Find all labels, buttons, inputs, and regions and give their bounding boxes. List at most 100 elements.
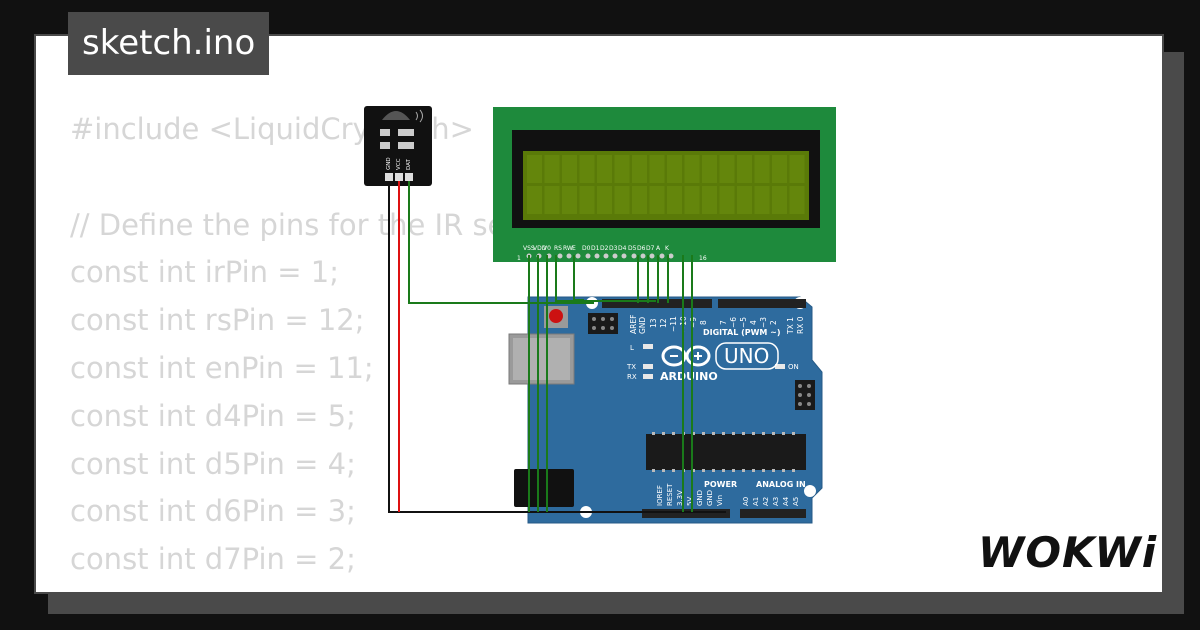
led-label-on: ON	[788, 363, 799, 371]
ir-component	[380, 129, 390, 136]
chip-pins	[652, 432, 795, 472]
lcd-char-cell	[649, 155, 665, 183]
reset-button-cap[interactable]	[549, 309, 563, 323]
led-tx	[643, 364, 653, 369]
lcd-pin-label-e: E	[572, 245, 576, 252]
ir-component	[398, 142, 414, 149]
lcd-pin-label-d6: D6	[637, 245, 646, 252]
wokwi-logo[interactable]: WOKWi	[978, 528, 1158, 577]
code-line: const int d4Pin = 5;	[70, 398, 356, 433]
ir-component	[380, 142, 390, 149]
lcd-pin-rw	[566, 253, 572, 259]
ir-receiver-dome	[382, 111, 410, 120]
lcd-pin-label-rw: RW	[563, 245, 573, 252]
pin-label-11: ~11	[669, 316, 678, 332]
analog-section-label: ANALOG IN	[756, 480, 806, 489]
ir-component	[398, 129, 414, 136]
power-header	[642, 509, 730, 518]
lcd-pin-label-rs: RS	[554, 245, 562, 252]
wire-lcd-rs	[555, 255, 656, 302]
file-tab[interactable]: sketch.ino	[68, 12, 270, 75]
pin-label-a4: A4	[782, 496, 790, 506]
lcd-char-cell	[544, 186, 560, 214]
arduino-logo-icon	[661, 345, 711, 367]
pin-label-gnd: GND	[638, 317, 647, 334]
code-line: const int enPin = 11;	[70, 350, 374, 385]
lcd-pin-number-last: 16	[699, 255, 707, 262]
led-l	[643, 344, 653, 349]
led-label-l: L	[630, 344, 634, 352]
lcd-char-cell	[544, 155, 560, 183]
pin-label-12: 12	[659, 318, 668, 328]
lcd-char-cell	[789, 186, 805, 214]
pin-label-a5: A5	[792, 497, 800, 506]
board-model-label: UNO	[724, 344, 769, 368]
code-line: const int d6Pin = 3;	[70, 494, 356, 529]
wires	[388, 181, 726, 513]
led-rx	[643, 374, 653, 379]
code-line: const int d5Pin = 4;	[70, 446, 356, 481]
lcd-char-cell	[527, 155, 542, 183]
lcd-char-cell	[737, 155, 752, 183]
lcd-pin-a	[659, 253, 665, 259]
pin-label-tx: TX 1	[786, 317, 795, 335]
lcd-pin-d1	[594, 253, 600, 259]
lcd-char-cell	[597, 186, 612, 214]
lcd-pin-d0	[585, 253, 591, 259]
pin-label-vin: Vin	[716, 495, 724, 506]
ir-pin-label-gnd: GND	[386, 157, 392, 170]
lcd-char-cell	[614, 186, 630, 214]
lcd-pin-d7	[649, 253, 655, 259]
lcd-char-cell	[632, 155, 647, 183]
pin-label-5v: 5V	[686, 497, 694, 506]
led-label-rx: RX	[627, 373, 637, 381]
ir-sensor-module[interactable]: GND VCC DAT	[364, 106, 432, 186]
lcd-char-cell	[649, 186, 665, 214]
lcd-pin-label-d7: D7	[646, 245, 655, 252]
wire-ir-dat	[408, 181, 594, 304]
lcd-pin-label-d3: D3	[609, 245, 618, 252]
lcd-pin-d6	[640, 253, 646, 259]
uno-badge	[715, 342, 779, 370]
lcd-pin-label-d0: D0	[582, 245, 591, 252]
pin-label-ioref: IOREF	[656, 485, 664, 506]
power-jack	[514, 469, 574, 507]
lcd-pin-d3	[612, 253, 618, 259]
lcd-pin-k	[668, 253, 674, 259]
lcd-char-cell	[614, 155, 630, 183]
lcd-char-cell	[684, 186, 700, 214]
pin-label-a1: A1	[752, 497, 760, 506]
pin-label-9: ~9	[689, 317, 698, 328]
icsp-header-2	[795, 380, 815, 410]
digital-header-2	[718, 299, 806, 308]
ir-pin-dat	[405, 173, 413, 181]
wire-ir-gnd	[388, 181, 726, 513]
code-line: const int irPin = 1;	[70, 255, 340, 290]
code-line: const int d7Pin = 2;	[70, 542, 356, 577]
led-on	[775, 364, 785, 369]
lcd-pin-label-d2: D2	[600, 245, 609, 252]
wire-lcd-e	[573, 255, 584, 301]
lcd-char-cell	[772, 186, 787, 214]
lcd-char-cell	[719, 155, 735, 183]
lcd-pin-label-v0: V0	[543, 245, 551, 252]
arduino-uno-board[interactable]: AREF GND 13 12 ~11 ~10 ~9 8 7 ~6 ~5 4 ~3…	[508, 296, 823, 524]
lcd-char-cell	[667, 155, 682, 183]
digital-section-label: DIGITAL (PWM ~)	[703, 328, 781, 337]
lcd-pin-d5	[631, 253, 637, 259]
pin-label-7: 7	[719, 320, 728, 325]
lcd-char-cell	[772, 155, 787, 183]
ir-pin-vcc	[395, 173, 403, 181]
lcd-pin-d4	[621, 253, 627, 259]
atmega-chip	[646, 434, 806, 470]
lcd-pin-e	[575, 253, 581, 259]
lcd-pin-rs	[557, 253, 563, 259]
pin-label-3: ~3	[759, 317, 768, 328]
digital-header-1	[602, 299, 712, 308]
lcd-char-cell	[754, 186, 770, 214]
pin-label-8: 8	[699, 320, 708, 325]
lcd-char-cell	[562, 186, 577, 214]
